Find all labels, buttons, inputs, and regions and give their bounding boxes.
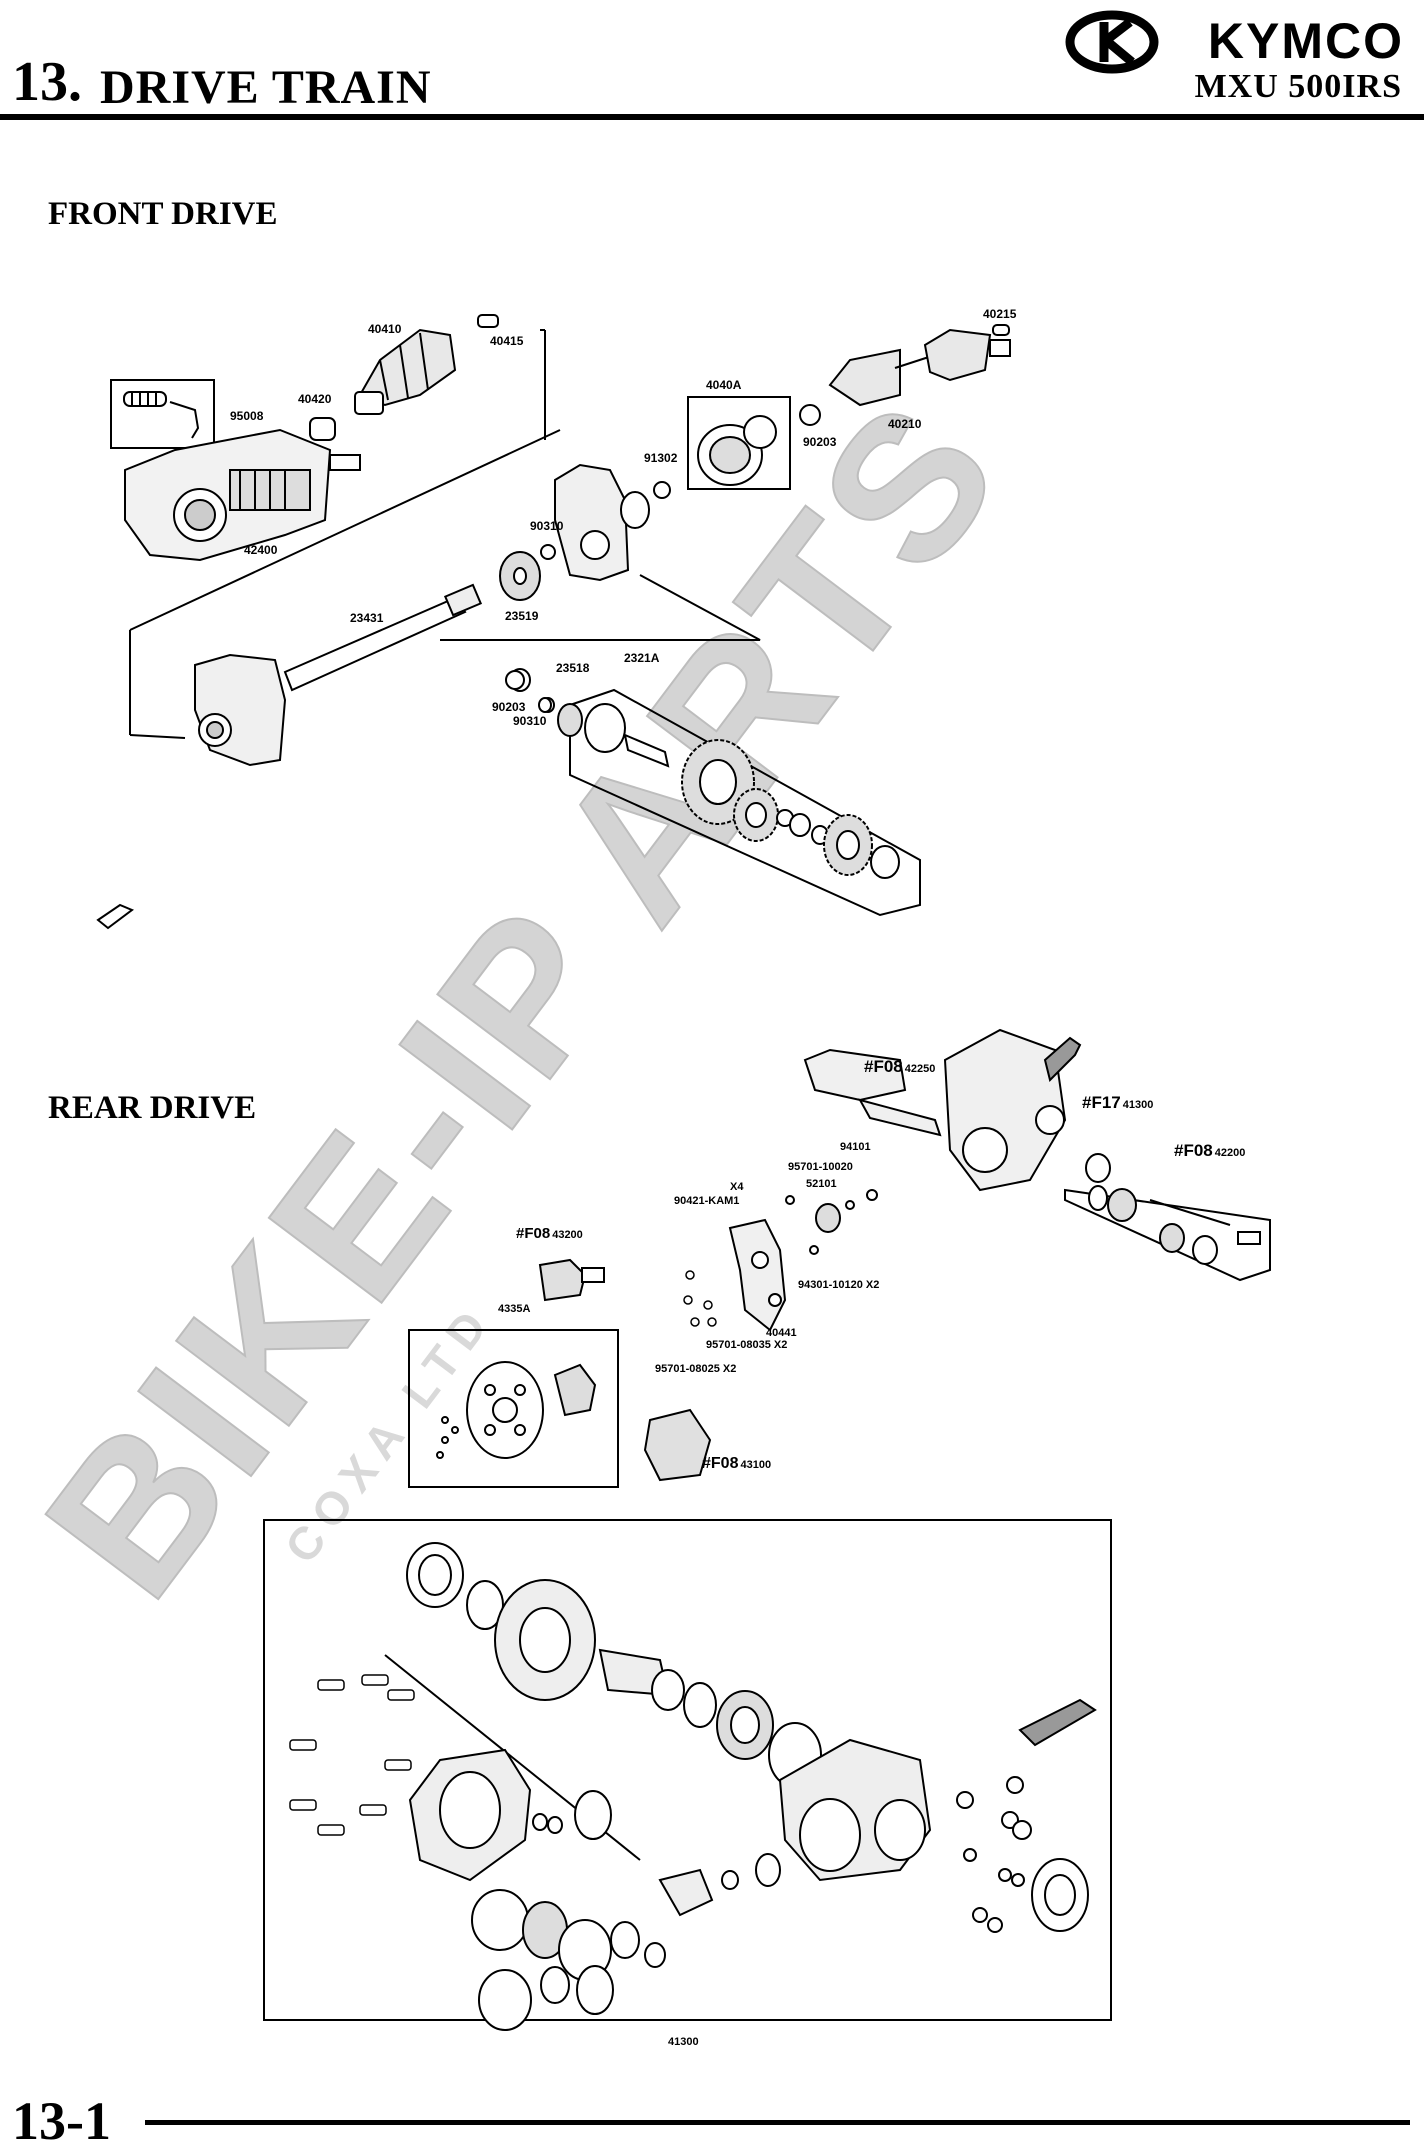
label-40210: 40210	[888, 417, 922, 431]
label-90203-lower: 90203	[492, 700, 526, 714]
label-90203-upper: 90203	[803, 435, 837, 449]
part-box-41300	[263, 1519, 1112, 2021]
part-box-2321A	[569, 688, 921, 917]
label-42400: 42400	[244, 543, 278, 557]
part-box-95008	[110, 379, 215, 449]
label-41300: 41300	[668, 2036, 699, 2048]
header-divider	[0, 114, 1424, 120]
label-x4: X4	[730, 1181, 744, 1193]
rear-drive-title: REAR DRIVE	[48, 1090, 257, 1126]
part-box-4335A	[408, 1329, 619, 1488]
label-40441: 40441	[766, 1327, 797, 1339]
label-95701-08025: 95701-08025 X2	[655, 1363, 736, 1375]
label-94301-10120: 94301-10120 X2	[798, 1279, 879, 1291]
chapter-number: 13.	[12, 51, 82, 113]
part-box-42200	[1064, 1188, 1271, 1282]
label-4040A: 4040A	[706, 378, 742, 392]
label-95701-10020: 95701-10020	[788, 1161, 853, 1173]
model-name: MXU 500IRS	[1194, 68, 1402, 105]
brand-logo: KYMCO	[1064, 8, 1404, 78]
label-95008: 95008	[230, 409, 264, 423]
label-90421-kam1: 90421-KAM1	[674, 1195, 739, 1207]
footer-divider	[145, 2120, 1410, 2125]
label-52101: 52101	[806, 1178, 837, 1190]
label-40215: 40215	[983, 307, 1017, 321]
label-40420: 40420	[298, 392, 332, 406]
label-4335A: 4335A	[498, 1303, 530, 1315]
front-drive-title: FRONT DRIVE	[48, 196, 278, 232]
label-95701-08035: 95701-08035 X2	[706, 1339, 787, 1351]
chapter-title: DRIVE TRAIN	[100, 61, 432, 114]
label-23431: 23431	[350, 611, 384, 625]
label-2321A: 2321A	[624, 651, 660, 665]
front-direction-arrow-icon	[96, 903, 134, 930]
label-90310-lower: 90310	[513, 714, 547, 728]
label-91302: 91302	[644, 451, 678, 465]
label-40410: 40410	[368, 322, 402, 336]
label-90310-upper: 90310	[530, 519, 564, 533]
brand-name: KYMCO	[1207, 13, 1404, 69]
label-40415: 40415	[490, 334, 524, 348]
page-number: 13-1	[12, 2091, 111, 2151]
part-box-4040A	[687, 396, 791, 490]
kymco-k-logo-icon	[1065, 10, 1159, 74]
label-94101: 94101	[840, 1141, 871, 1153]
label-23519: 23519	[505, 609, 539, 623]
label-23518: 23518	[556, 661, 590, 675]
